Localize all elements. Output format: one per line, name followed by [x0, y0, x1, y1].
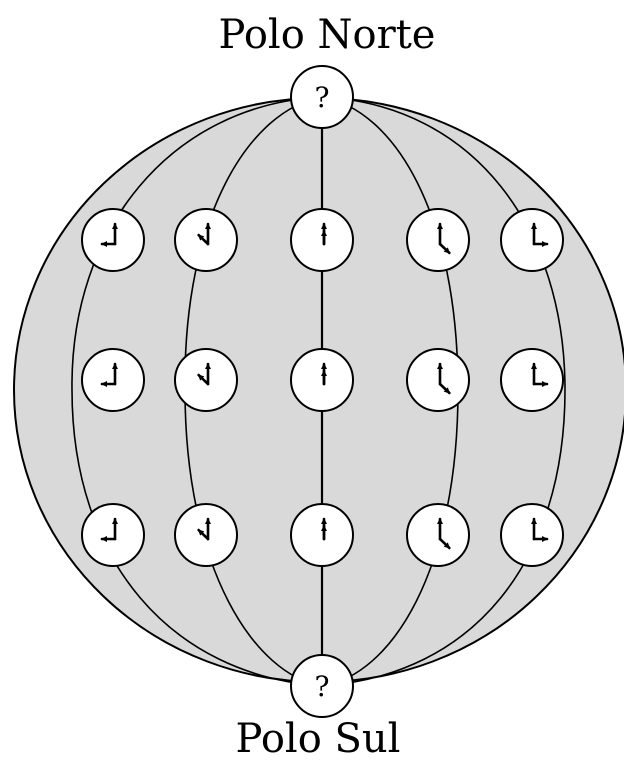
minute-hand-tip	[112, 363, 118, 369]
clock-far-right-middle	[500, 348, 564, 412]
minute-hand-tip	[321, 363, 327, 369]
minute-hand-tip	[531, 363, 537, 369]
clock-icon	[290, 503, 354, 567]
north-pole-clock-icon	[290, 65, 354, 129]
clock-far-right-bottom	[500, 503, 564, 567]
clock-far-left-bottom	[81, 503, 145, 567]
south-pole-clock-icon	[290, 654, 354, 718]
minute-hand-tip	[205, 223, 211, 229]
minute-hand-tip	[205, 518, 211, 524]
minute-hand-tip	[321, 518, 327, 524]
minute-hand-tip	[531, 223, 537, 229]
clock-icon	[174, 208, 238, 272]
south-pole-marker: ?	[290, 654, 354, 718]
hour-hand-tip	[542, 381, 548, 387]
clock-icon	[290, 348, 354, 412]
clock-right-bottom	[406, 503, 470, 567]
clock-left-top	[174, 208, 238, 272]
hour-hand-tip	[197, 234, 205, 241]
clock-icon	[406, 503, 470, 567]
hour-hand-tip	[101, 536, 107, 542]
clock-grid	[81, 208, 564, 567]
clock-right-middle	[406, 348, 470, 412]
clock-icon	[81, 348, 145, 412]
clock-center-top	[290, 208, 354, 272]
hour-hand-tip	[443, 247, 451, 254]
north-pole-question: ?	[314, 81, 329, 114]
clock-left-middle	[174, 348, 238, 412]
hour-hand-tip	[542, 536, 548, 542]
hour-hand-tip	[101, 241, 107, 247]
hour-hand-tip	[443, 387, 451, 394]
minute-hand-tip	[321, 223, 327, 229]
minute-hand-tip	[205, 363, 211, 369]
south-pole-label: Polo Sul	[236, 716, 401, 762]
hour-hand-tip	[321, 525, 327, 531]
clock-icon	[500, 208, 564, 272]
hour-hand-tip	[321, 230, 327, 236]
clock-icon	[406, 208, 470, 272]
clock-icon	[500, 348, 564, 412]
minute-hand-tip	[437, 518, 443, 524]
hour-hand-tip	[101, 381, 107, 387]
clock-icon	[81, 208, 145, 272]
south-pole-question: ?	[314, 670, 329, 703]
hour-hand-tip	[443, 542, 451, 549]
minute-hand-tip	[437, 223, 443, 229]
meridian-far-left	[71, 96, 323, 687]
clock-icon	[81, 503, 145, 567]
clock-far-right-top	[500, 208, 564, 272]
minute-hand-tip	[531, 518, 537, 524]
hour-hand-tip	[197, 374, 205, 381]
minute-hand-tip	[112, 223, 118, 229]
clock-center-bottom	[290, 503, 354, 567]
clock-left-bottom	[174, 503, 238, 567]
clock-icon	[174, 503, 238, 567]
north-pole-label: Polo Norte	[219, 12, 436, 58]
clock-icon	[174, 348, 238, 412]
clock-center-middle	[290, 348, 354, 412]
minute-hand-tip	[112, 518, 118, 524]
minute-hand-tip	[437, 363, 443, 369]
hour-hand-tip	[197, 529, 205, 536]
clock-icon	[500, 503, 564, 567]
meridian-far-right	[321, 96, 566, 687]
hour-hand-tip	[542, 241, 548, 247]
clock-icon	[406, 348, 470, 412]
clock-right-top	[406, 208, 470, 272]
hour-hand-tip	[321, 370, 327, 376]
clock-far-left-middle	[81, 348, 145, 412]
clock-far-left-top	[81, 208, 145, 272]
clock-icon	[290, 208, 354, 272]
north-pole-marker: ?	[290, 65, 354, 129]
